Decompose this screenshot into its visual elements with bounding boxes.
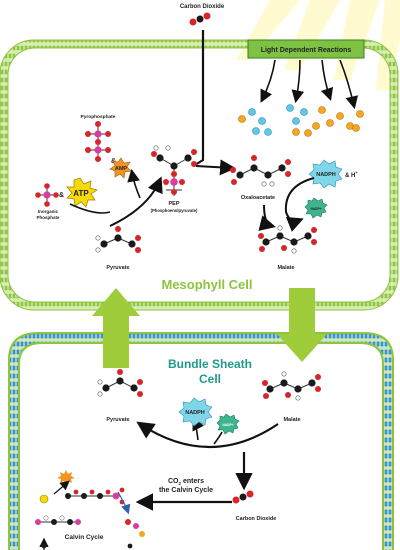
nadp-bottom-star-burst-icon: NADP+ xyxy=(216,413,240,435)
atp-star-burst-icon: ATP xyxy=(66,177,98,208)
pyruvate-bottom-molecule xyxy=(97,369,143,397)
pyruvate-transfer-arrow xyxy=(92,288,140,368)
atp-input-arrow xyxy=(69,203,111,214)
nadph-top-star-burst-icon: NADPH xyxy=(308,159,343,189)
amp-label: AMP xyxy=(115,166,128,172)
carbon-dioxide-bottom-label: Carbon Dioxide xyxy=(236,516,277,522)
pyruvate-bottom-label: Pyruvate xyxy=(106,417,129,423)
co2-entry-arrow xyxy=(194,30,205,166)
nadp-top-label: NADP+ xyxy=(311,207,322,211)
calvin-cycle-label: Calvin Cycle xyxy=(65,534,104,541)
malate-to-pyruvate-arrow xyxy=(136,421,279,448)
nadph-reduction-arrow xyxy=(284,177,315,232)
phosphate-label: Phosphate xyxy=(36,215,60,220)
calvin-cycle-entry-label: the Calvin Cycle xyxy=(159,487,213,494)
atp-label: ATP xyxy=(73,189,89,198)
pyruvate-top-label: Pyruvate xyxy=(106,265,129,271)
mesophyll-cell-label: Mesophyll Cell xyxy=(161,277,252,292)
pyrophosphate-molecule xyxy=(85,121,111,162)
malate-top-label: Malate xyxy=(277,265,294,271)
pyrophosphate-label: Pyrophosphate xyxy=(81,114,116,120)
bundle-sheath-cell-membrane xyxy=(8,332,394,550)
amp-release-arrow xyxy=(127,168,141,199)
co2-molecule-top xyxy=(189,12,211,26)
malate-transfer-arrow xyxy=(277,288,327,362)
bundle-sheath-label-line2: Cell xyxy=(199,372,221,386)
nadp-top-star-burst-icon: NADP+ xyxy=(304,197,328,219)
light-dependent-reactions-box: Light Dependent Reactions xyxy=(247,39,365,59)
carbon-dioxide-top-label: Carbon Dioxide xyxy=(180,4,225,10)
oxaloacetate-molecule xyxy=(230,155,291,187)
pep-full-name-label: (Phosphoenolpyruvate) xyxy=(151,208,198,213)
malate-top-molecule xyxy=(258,225,317,254)
atp-ampersand: & xyxy=(59,192,64,199)
bundle-sheath-label-line1: Bundle Sheath xyxy=(168,357,252,371)
co2-enters-label: CO2 enters xyxy=(168,478,204,486)
calvin-cycle-molecules xyxy=(35,470,145,550)
pyruvate-top-molecule xyxy=(95,226,141,253)
nadph-top-label: NADPH xyxy=(316,172,336,178)
nadp-bottom-label: NADP+ xyxy=(223,423,234,427)
pep-molecule xyxy=(151,145,197,196)
malate-bottom-molecule xyxy=(262,371,321,401)
nadp-input-arrow xyxy=(213,431,223,445)
nadph-bottom-star-burst-icon: NADPH xyxy=(178,397,213,427)
light-reaction-arrows xyxy=(260,59,359,110)
light-reaction-products xyxy=(238,104,364,137)
mesophyll-cell-membrane xyxy=(0,39,399,311)
nadph-bottom-label: NADPH xyxy=(185,410,205,416)
light-dependent-reactions-label: Light Dependent Reactions xyxy=(261,47,352,54)
oxaloacetate-label: Oxaloacetate xyxy=(241,195,275,201)
malate-bottom-label: Malate xyxy=(283,417,300,423)
pep-to-oxaloacetate-arrow xyxy=(195,159,236,176)
inorganic-label: Inorganic xyxy=(38,209,59,214)
amp-star-burst-icon: AMP xyxy=(109,157,132,179)
pyruvate-to-pep-arrow xyxy=(109,176,163,227)
h-plus-label: & H+ xyxy=(345,170,358,179)
inorganic-phosphate-molecule xyxy=(35,183,59,207)
pep-label: PEP xyxy=(168,201,179,207)
oxaloacetate-to-malate-arrow xyxy=(258,204,276,231)
co2-molecule-bottom xyxy=(232,490,254,504)
